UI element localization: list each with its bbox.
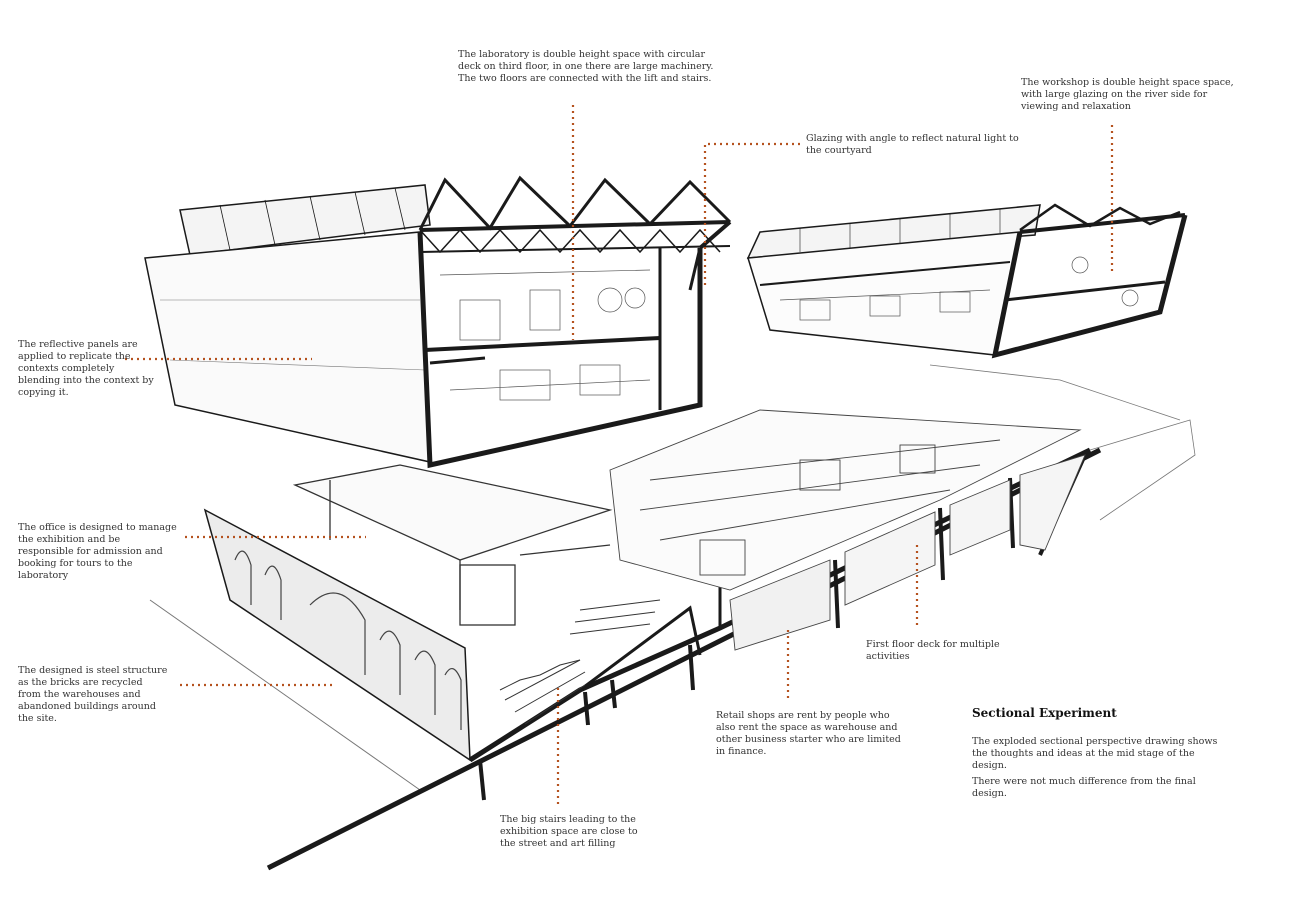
ground-floor-block	[149, 364, 1196, 871]
section-title: Sectional Experiment	[972, 706, 1117, 720]
section-paragraph-2: There were not much difference from the …	[972, 776, 1196, 799]
retail-shops-annotation: Retail shops are rent by people who also…	[716, 710, 901, 757]
steel-structure-annotation: The designed is steel structure as the b…	[18, 665, 168, 724]
workshop-block	[746, 203, 1188, 359]
laboratory-block	[144, 175, 732, 469]
leader-lines	[125, 105, 1114, 806]
big-stairs-annotation: The big stairs leading to the exhibition…	[500, 814, 638, 849]
laboratory-annotation: The laboratory is double height space wi…	[458, 49, 714, 84]
reflective-panels-annotation: The reflective panels are applied to rep…	[18, 339, 154, 398]
workshop-annotation: The workshop is double height space spac…	[1021, 77, 1234, 112]
office-annotation: The office is designed to manage the exh…	[18, 522, 177, 581]
first-floor-deck-annotation: First floor deck for multiple activities	[866, 639, 1000, 662]
glazing-annotation: Glazing with angle to reflect natural li…	[806, 133, 1019, 156]
section-paragraph-1: The exploded sectional perspective drawi…	[972, 736, 1218, 771]
